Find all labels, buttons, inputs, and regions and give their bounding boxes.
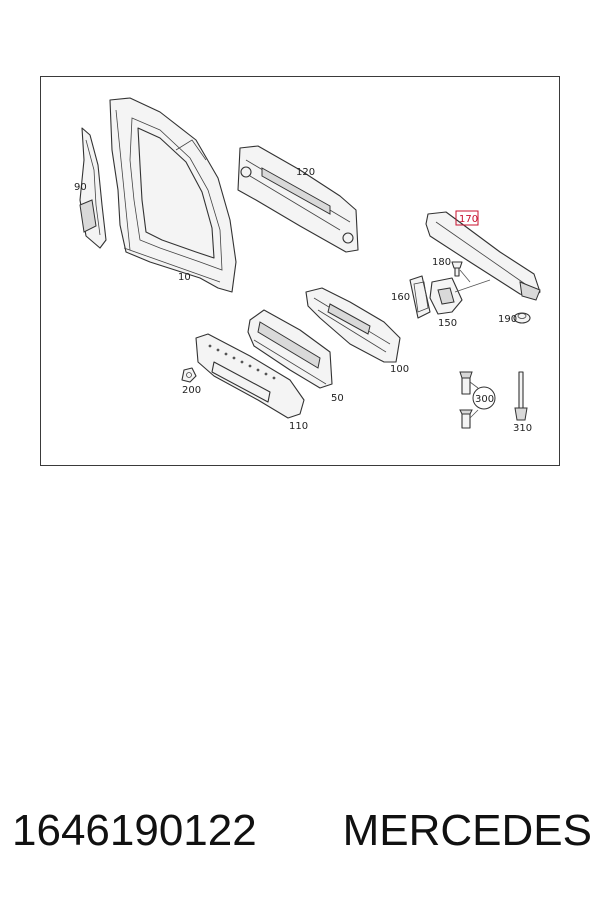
callout-160[interactable]: 160 [391,292,410,303]
part-150-bracket [429,269,491,315]
part-200-nut [181,367,197,383]
part-160-plate [409,275,431,319]
callout-310[interactable]: 310 [513,423,532,434]
part-180-bolt [451,261,463,277]
callout-10[interactable]: 10 [178,272,191,283]
part-300-fasteners [459,371,496,429]
part-90-pillar [79,127,107,249]
callout-170-highlight-box [455,210,479,226]
part-10-side-frame [109,97,237,293]
callout-100[interactable]: 100 [390,364,409,375]
part-100-rear-panel [305,287,401,363]
callout-190[interactable]: 190 [498,314,517,325]
part-190-grommet [513,312,531,324]
part-310-stud [514,371,528,421]
part-110-lower-rail [195,333,305,419]
callout-110[interactable]: 110 [289,421,308,432]
callout-150[interactable]: 150 [438,318,457,329]
part-50-cross-panel [247,309,333,389]
callout-90[interactable]: 90 [74,182,87,193]
callout-170[interactable]: 170 [459,214,478,225]
callout-300[interactable]: 300 [475,394,494,405]
callout-50[interactable]: 50 [331,393,344,404]
callout-180[interactable]: 180 [432,257,451,268]
part-120-upper-panel [237,145,359,253]
caption: 1646190122 MERCEDES [12,796,592,866]
brand-name: MERCEDES [342,806,592,855]
part-170-crossmember [425,211,541,301]
callout-200[interactable]: 200 [182,385,201,396]
callout-120[interactable]: 120 [296,167,315,178]
part-number: 1646190122 [12,806,257,855]
